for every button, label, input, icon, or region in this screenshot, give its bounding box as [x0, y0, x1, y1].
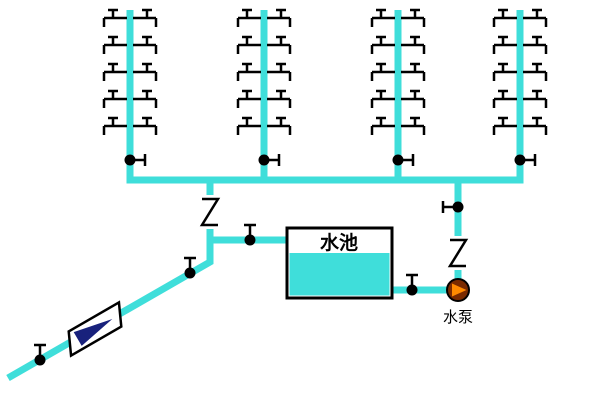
faucet-icon [399, 62, 426, 83]
faucet-icon [370, 8, 397, 29]
water-tank: 水池 [285, 226, 394, 300]
faucet-icon [370, 35, 397, 56]
faucet-icon [492, 62, 519, 83]
faucet-icon [265, 35, 292, 56]
faucet-icon [102, 35, 129, 56]
risers-group [102, 8, 548, 183]
valve-icon [242, 223, 258, 247]
faucet-icon [265, 89, 292, 110]
faucet-icon [521, 89, 548, 110]
faucet-icon [236, 62, 263, 83]
faucet-icon [236, 89, 263, 110]
faucet-icon [265, 62, 292, 83]
valve-icon [391, 152, 415, 168]
faucet-icon [370, 89, 397, 110]
faucet-icon [102, 116, 129, 137]
faucet-icon [131, 8, 158, 29]
faucet-icon [399, 116, 426, 137]
faucet-icon [265, 8, 292, 29]
faucet-icon [492, 116, 519, 137]
flexible-joint-icon [200, 193, 220, 231]
pump-label: 水泵 [443, 309, 473, 326]
pump-icon [446, 278, 470, 302]
faucet-icon [131, 62, 158, 83]
faucet-icon [102, 89, 129, 110]
faucet-icon [236, 116, 263, 137]
faucet-icon [236, 8, 263, 29]
flexible-joint-icon [448, 234, 468, 272]
faucet-icon [521, 8, 548, 29]
valve-icon [513, 152, 537, 168]
faucet-icon [131, 89, 158, 110]
valve-icon [257, 152, 281, 168]
faucet-icon [370, 116, 397, 137]
faucet-icon [521, 116, 548, 137]
water-meter-icon [67, 300, 123, 358]
valve-icon [404, 273, 420, 297]
faucet-icon [492, 35, 519, 56]
faucet-icon [521, 35, 548, 56]
faucet-icon [265, 116, 292, 137]
faucet-icon [131, 116, 158, 137]
inlet-service-pipe [6, 177, 214, 382]
valve-icon [441, 199, 465, 215]
faucet-icon [399, 89, 426, 110]
faucet-icon [370, 62, 397, 83]
faucet-icon [236, 35, 263, 56]
faucet-icon [492, 8, 519, 29]
faucet-icon [102, 62, 129, 83]
tank-label: 水池 [320, 231, 358, 254]
faucet-icon [399, 35, 426, 56]
faucet-icon [102, 8, 129, 29]
faucet-icon [492, 89, 519, 110]
faucet-icon [399, 8, 426, 29]
faucet-icon [131, 35, 158, 56]
faucet-icon [521, 62, 548, 83]
valve-icon [123, 152, 147, 168]
